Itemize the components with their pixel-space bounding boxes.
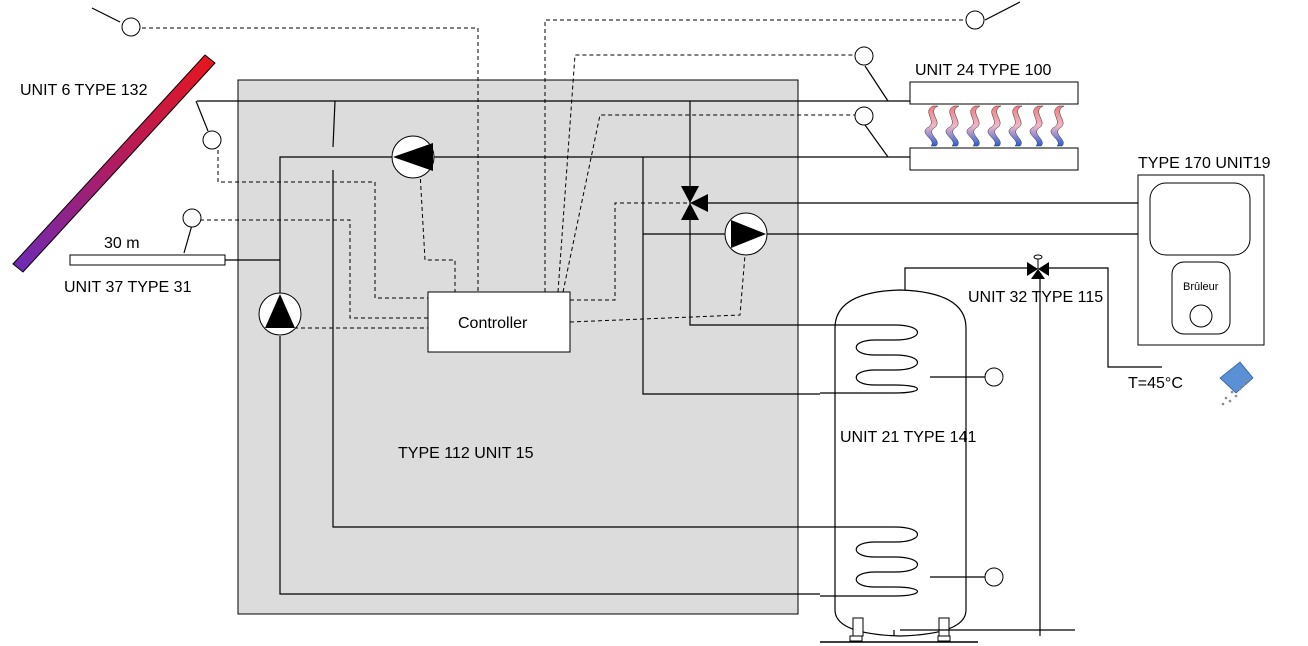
module-label: TYPE 112 UNIT 15 bbox=[398, 445, 534, 462]
pump-top bbox=[391, 135, 435, 179]
sensor-ambient bbox=[121, 17, 141, 37]
radiator-fin bbox=[966, 105, 981, 147]
pump-right bbox=[724, 212, 768, 256]
radiator-fin bbox=[1029, 105, 1044, 147]
sensor-pipe bbox=[182, 208, 202, 228]
pump-left bbox=[258, 292, 302, 336]
radiator-fin bbox=[1050, 105, 1065, 147]
pipe-element bbox=[69, 254, 226, 266]
sensor-tank-bottom bbox=[984, 567, 1004, 587]
sensor-room bbox=[965, 10, 985, 30]
controller-box bbox=[427, 291, 571, 353]
pipe-length-label: 30 m bbox=[104, 235, 140, 252]
pumps bbox=[258, 135, 768, 336]
radiator-fin bbox=[987, 105, 1002, 147]
radiator bbox=[909, 81, 1079, 171]
sensor-tank-top bbox=[984, 367, 1004, 387]
collector-label: UNIT 6 TYPE 132 bbox=[20, 82, 148, 99]
solar-collector bbox=[12, 54, 216, 273]
diverter-valve bbox=[681, 186, 708, 220]
mixing-valve-label: UNIT 32 TYPE 115 bbox=[968, 289, 1103, 306]
pipes bbox=[91, 1, 1162, 636]
storage-tank bbox=[820, 289, 978, 643]
tank-label: UNIT 21 TYPE 141 bbox=[840, 429, 976, 446]
sensor-collector bbox=[202, 130, 222, 150]
sensor-heater-return bbox=[854, 106, 874, 126]
sensor-heater-supply bbox=[854, 46, 874, 66]
radiator-fin bbox=[1008, 105, 1023, 147]
controller-label: Controller bbox=[458, 315, 528, 332]
boiler bbox=[1137, 174, 1265, 346]
mixing-valve bbox=[1027, 254, 1049, 279]
sensors bbox=[121, 10, 1004, 587]
radiator-fin bbox=[924, 105, 939, 147]
radiator-fin bbox=[945, 105, 960, 147]
shower-icon bbox=[1219, 361, 1254, 406]
boiler-label: TYPE 170 UNIT19 bbox=[1138, 155, 1271, 172]
control-lines bbox=[142, 19, 975, 329]
pipe-label: UNIT 37 TYPE 31 bbox=[64, 279, 192, 296]
tap-temp-label: T=45°C bbox=[1128, 375, 1183, 392]
heater-label: UNIT 24 TYPE 100 bbox=[915, 62, 1051, 79]
burner-label: Brûleur bbox=[1183, 281, 1219, 293]
